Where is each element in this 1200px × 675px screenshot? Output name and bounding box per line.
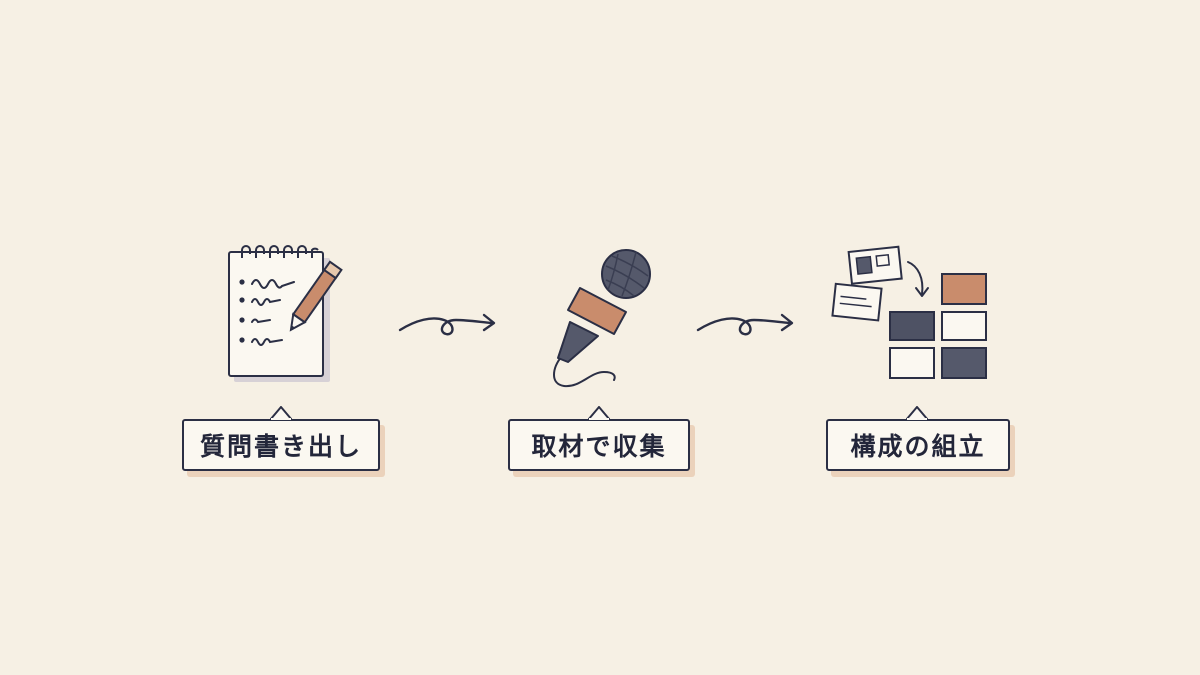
step-label-text: 取材で収集 xyxy=(531,432,667,461)
step-label-interview-collection: 取材で収集 xyxy=(508,406,695,477)
layout-blocks-icon xyxy=(831,245,987,379)
microphone-icon xyxy=(553,249,651,388)
step-label-text: 構成の組立 xyxy=(850,432,986,461)
step-label-question-writing: 質問書き出し xyxy=(182,406,385,477)
arrow-right-icon xyxy=(398,313,496,336)
step-label-text: 質問書き出し xyxy=(199,432,362,461)
arrow-right-icon xyxy=(696,313,794,336)
notepad-pencil-icon xyxy=(228,245,343,382)
step-label-structure-assembly: 構成の組立 xyxy=(826,406,1015,477)
